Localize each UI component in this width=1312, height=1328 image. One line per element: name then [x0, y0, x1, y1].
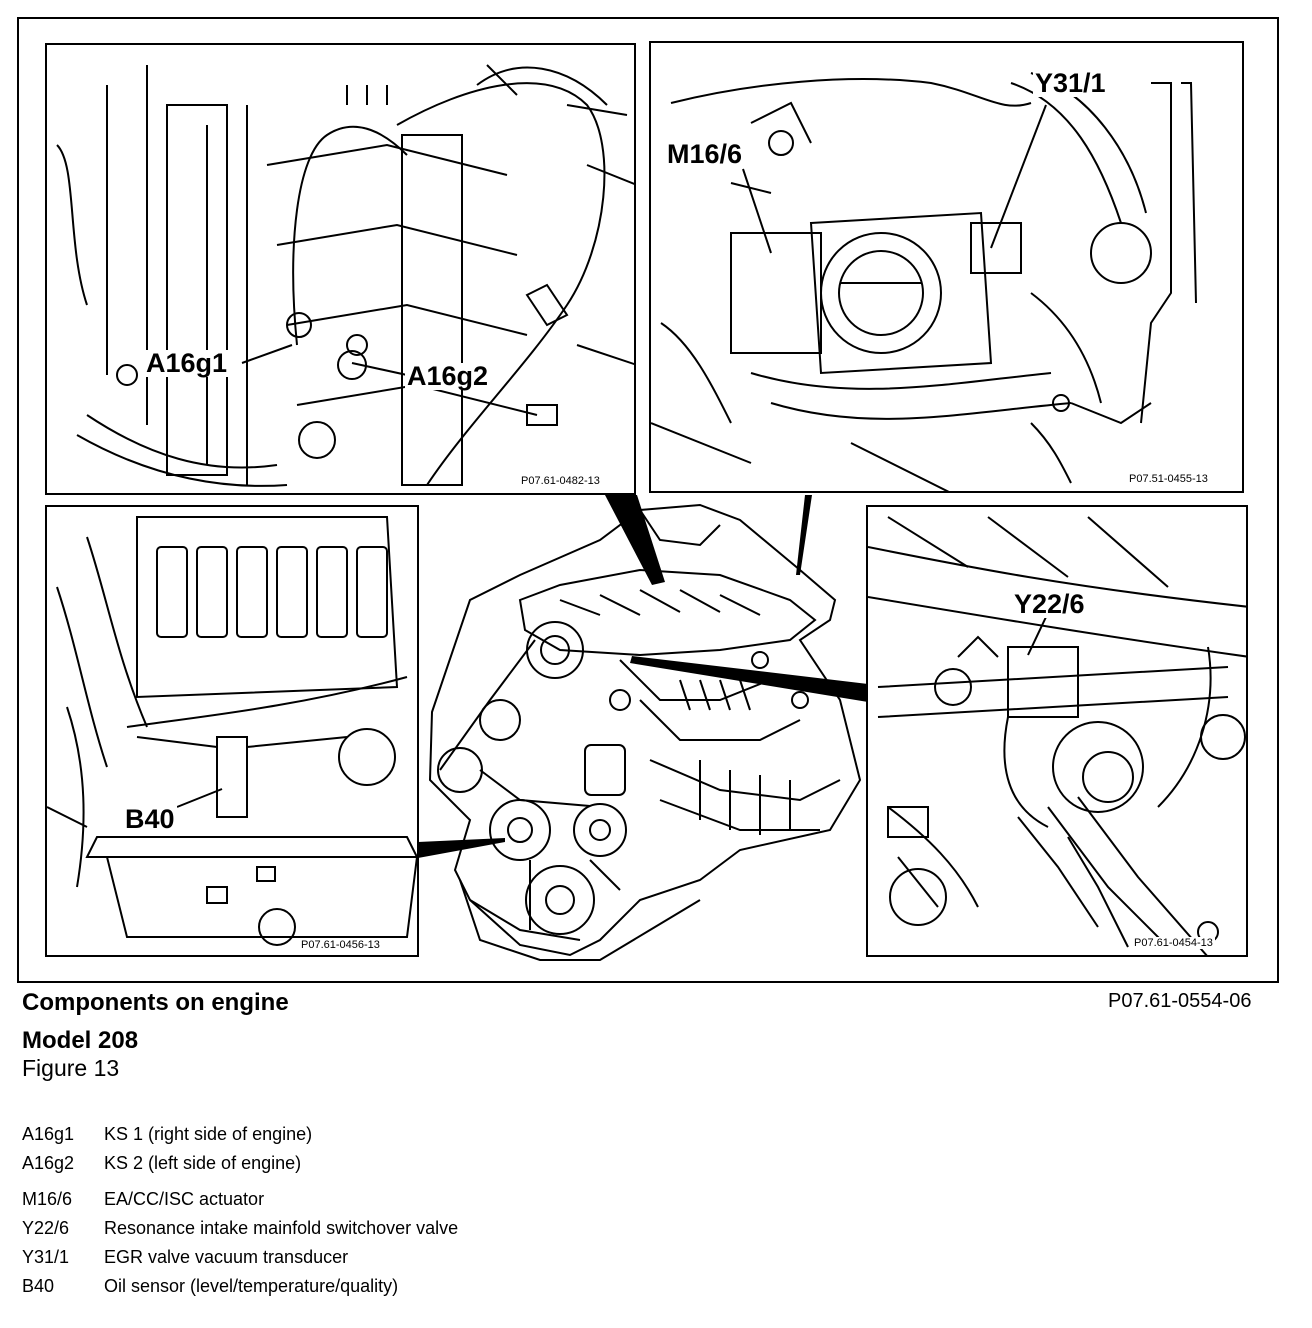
caption-figure: Figure 13 [22, 1055, 120, 1081]
caption-reference: P07.61-0554-06 [1108, 990, 1252, 1012]
legend-code: A16g1 [22, 1124, 75, 1144]
legend-description: Oil sensor (level/temperature/quality) [104, 1276, 399, 1296]
legend-description: KS 2 (left side of engine) [104, 1153, 302, 1173]
label-a16g1: A16g1 [144, 348, 230, 378]
legend-description: Resonance intake mainfold switchover val… [104, 1218, 459, 1238]
caption-title: Components on engine [22, 989, 289, 1016]
panel-resonance-valve: Y22/6 P07.61-0454-13 [866, 505, 1248, 957]
panel-ref-top-right: P07.51-0455-13 [1127, 473, 1210, 485]
legend-row: M16/6 EA/CC/ISC actuator [22, 1189, 458, 1218]
label-y31-1: Y31/1 [1033, 68, 1108, 98]
figure-frame [17, 17, 1279, 983]
caption-model: Model 208 [22, 1027, 139, 1054]
legend-code: B40 [22, 1276, 55, 1296]
resonance-valve-drawing [868, 516, 1246, 955]
panel-ref-bottom-right: P07.61-0454-13 [1132, 937, 1215, 949]
panel-knock-sensors: A16g1 A16g2 P07.61-0482-13 [45, 43, 636, 495]
oil-sensor-drawing [47, 516, 417, 946]
knock-sensor-drawing [56, 64, 634, 487]
legend-code: Y22/6 [22, 1218, 70, 1238]
label-a16g2: A16g2 [405, 361, 491, 391]
legend-code: M16/6 [22, 1189, 73, 1209]
legend-code: Y31/1 [22, 1247, 70, 1267]
legend-description: EA/CC/ISC actuator [104, 1189, 265, 1209]
legend-row: A16g2 KS 2 (left side of engine) [22, 1153, 458, 1189]
legend-row: Y31/1 EGR valve vacuum transducer [22, 1247, 458, 1276]
panel-oil-sensor: B40 P07.61-0456-13 [45, 505, 419, 957]
throttle-egr-drawing [651, 72, 1197, 491]
panel-ref-top-left: P07.61-0482-13 [519, 475, 602, 487]
label-y22-6: Y22/6 [1012, 589, 1087, 619]
component-legend: A16g1 KS 1 (right side of engine) A16g2 … [22, 1124, 458, 1305]
engine-illustration [418, 495, 868, 961]
legend-code: A16g2 [22, 1153, 75, 1173]
legend-row: Y22/6 Resonance intake mainfold switchov… [22, 1218, 458, 1247]
legend-row: A16g1 KS 1 (right side of engine) [22, 1124, 458, 1153]
legend-description: KS 1 (right side of engine) [104, 1124, 313, 1144]
label-m16-6: M16/6 [665, 139, 745, 169]
legend-row: B40 Oil sensor (level/temperature/qualit… [22, 1276, 458, 1305]
label-b40: B40 [123, 804, 177, 834]
legend-description: EGR valve vacuum transducer [104, 1247, 349, 1267]
panel-ref-bottom-left: P07.61-0456-13 [299, 939, 382, 951]
panel-throttle-egr: M16/6 Y31/1 P07.51-0455-13 [649, 41, 1244, 493]
